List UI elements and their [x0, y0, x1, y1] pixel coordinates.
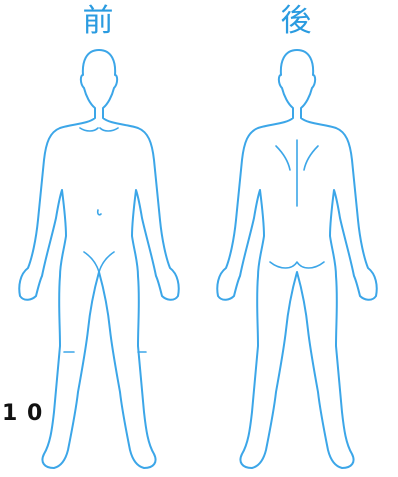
back-body-figure [217, 50, 376, 468]
back-body-outline [217, 50, 376, 468]
page-number: 1 0 [2, 400, 43, 428]
